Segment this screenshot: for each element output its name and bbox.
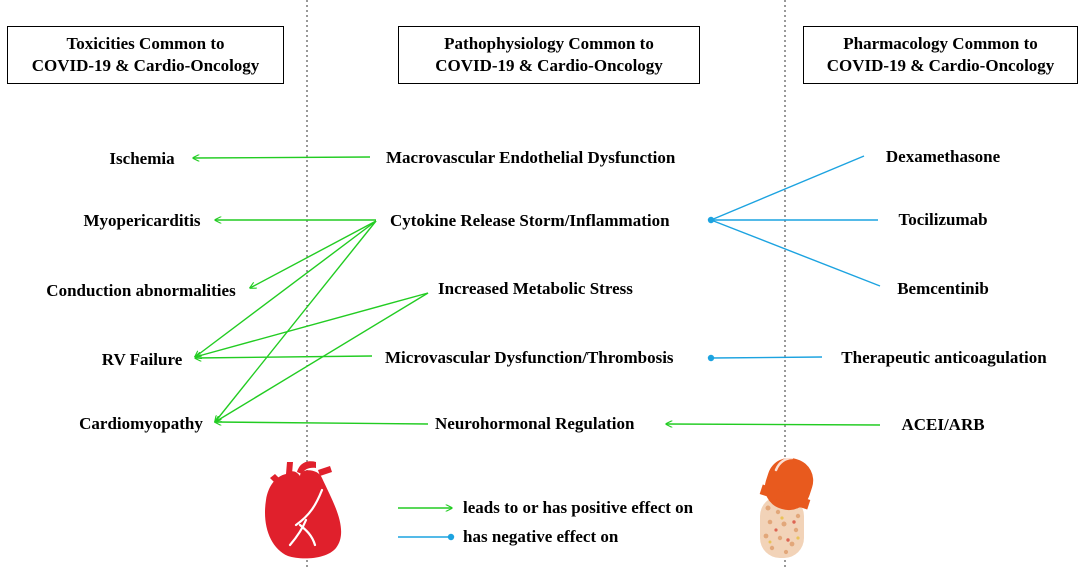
toxicity-myopericarditis: Myopericarditis	[83, 211, 201, 230]
header-pathophysiology-line1: Pathophysiology Common to	[444, 34, 654, 53]
pill-icon	[759, 456, 814, 558]
drug-tocilizumab: Tocilizumab	[898, 210, 988, 229]
header-toxicities: Toxicities Common to COVID-19 & Cardio-O…	[7, 26, 284, 84]
header-pharmacology-line2: COVID-19 & Cardio-Oncology	[826, 56, 1055, 75]
arrow-neurohormonal-to-cardiomyopathy	[215, 422, 429, 424]
patho-increased-metabolic-stress: Increased Metabolic Stress	[438, 279, 633, 298]
patho-macrovascular-endothelial-dysfunction: Macrovascular Endothelial Dysfunction	[386, 148, 676, 167]
drug-acei-arb: ACEI/ARB	[901, 415, 985, 434]
patho-cytokine-release-storm: Cytokine Release Storm/Inflammation	[390, 211, 670, 230]
legend-negative-label: has negative effect on	[463, 527, 619, 546]
patho-microvascular-dysfunction: Microvascular Dysfunction/Thrombosis	[385, 348, 674, 367]
toxicity-conduction-abnormalities: Conduction abnormalities	[46, 281, 236, 300]
drug-dexamethasone: Dexamethasone	[885, 147, 1001, 166]
heart-icon	[264, 461, 342, 559]
toxicity-cardiomyopathy: Cardiomyopathy	[79, 414, 203, 433]
header-pharmacology: Pharmacology Common to COVID-19 & Cardio…	[803, 26, 1078, 84]
inhibit-dot-microvascular	[707, 354, 715, 362]
toxicity-rv-failure: RV Failure	[101, 350, 183, 369]
inhibit-dexamethasone-to-cytokine	[710, 155, 865, 221]
header-pathophysiology: Pathophysiology Common to COVID-19 & Car…	[398, 26, 700, 84]
inhibit-dot-cytokine	[707, 216, 715, 224]
inhibit-bemcentinib-to-cytokine	[710, 219, 881, 287]
drug-therapeutic-anticoagulation: Therapeutic anticoagulation	[841, 348, 1047, 367]
arrow-cytokine-to-cardiomyopathy	[215, 220, 377, 422]
arrow-cytokine-to-conduction	[250, 220, 377, 288]
patho-neurohormonal-regulation: Neurohormonal Regulation	[435, 414, 635, 433]
legend-negative-dot	[447, 533, 455, 541]
arrow-macrovascular-to-ischemia	[193, 157, 371, 158]
header-pathophysiology-line2: COVID-19 & Cardio-Oncology	[435, 56, 663, 75]
arrow-metabolic-to-rv-failure	[195, 292, 429, 357]
drug-bemcentinib: Bemcentinib	[897, 279, 989, 298]
header-toxicities-line1: Toxicities Common to	[66, 34, 225, 53]
header-pharmacology-line1: Pharmacology Common to	[843, 34, 1038, 53]
toxicity-ischemia: Ischemia	[109, 149, 175, 168]
arrow-metabolic-to-cardiomyopathy	[215, 292, 429, 422]
arrow-microvascular-to-rv-failure	[195, 356, 373, 358]
arrow-cytokine-to-rv-failure	[195, 220, 377, 357]
arrow-acei-to-neurohormonal	[666, 424, 881, 425]
inhibit-anticoagulation-to-microvascular	[710, 356, 823, 359]
legend-positive-label: leads to or has positive effect on	[463, 498, 694, 517]
header-toxicities-line2: COVID-19 & Cardio-Oncology	[31, 56, 260, 75]
